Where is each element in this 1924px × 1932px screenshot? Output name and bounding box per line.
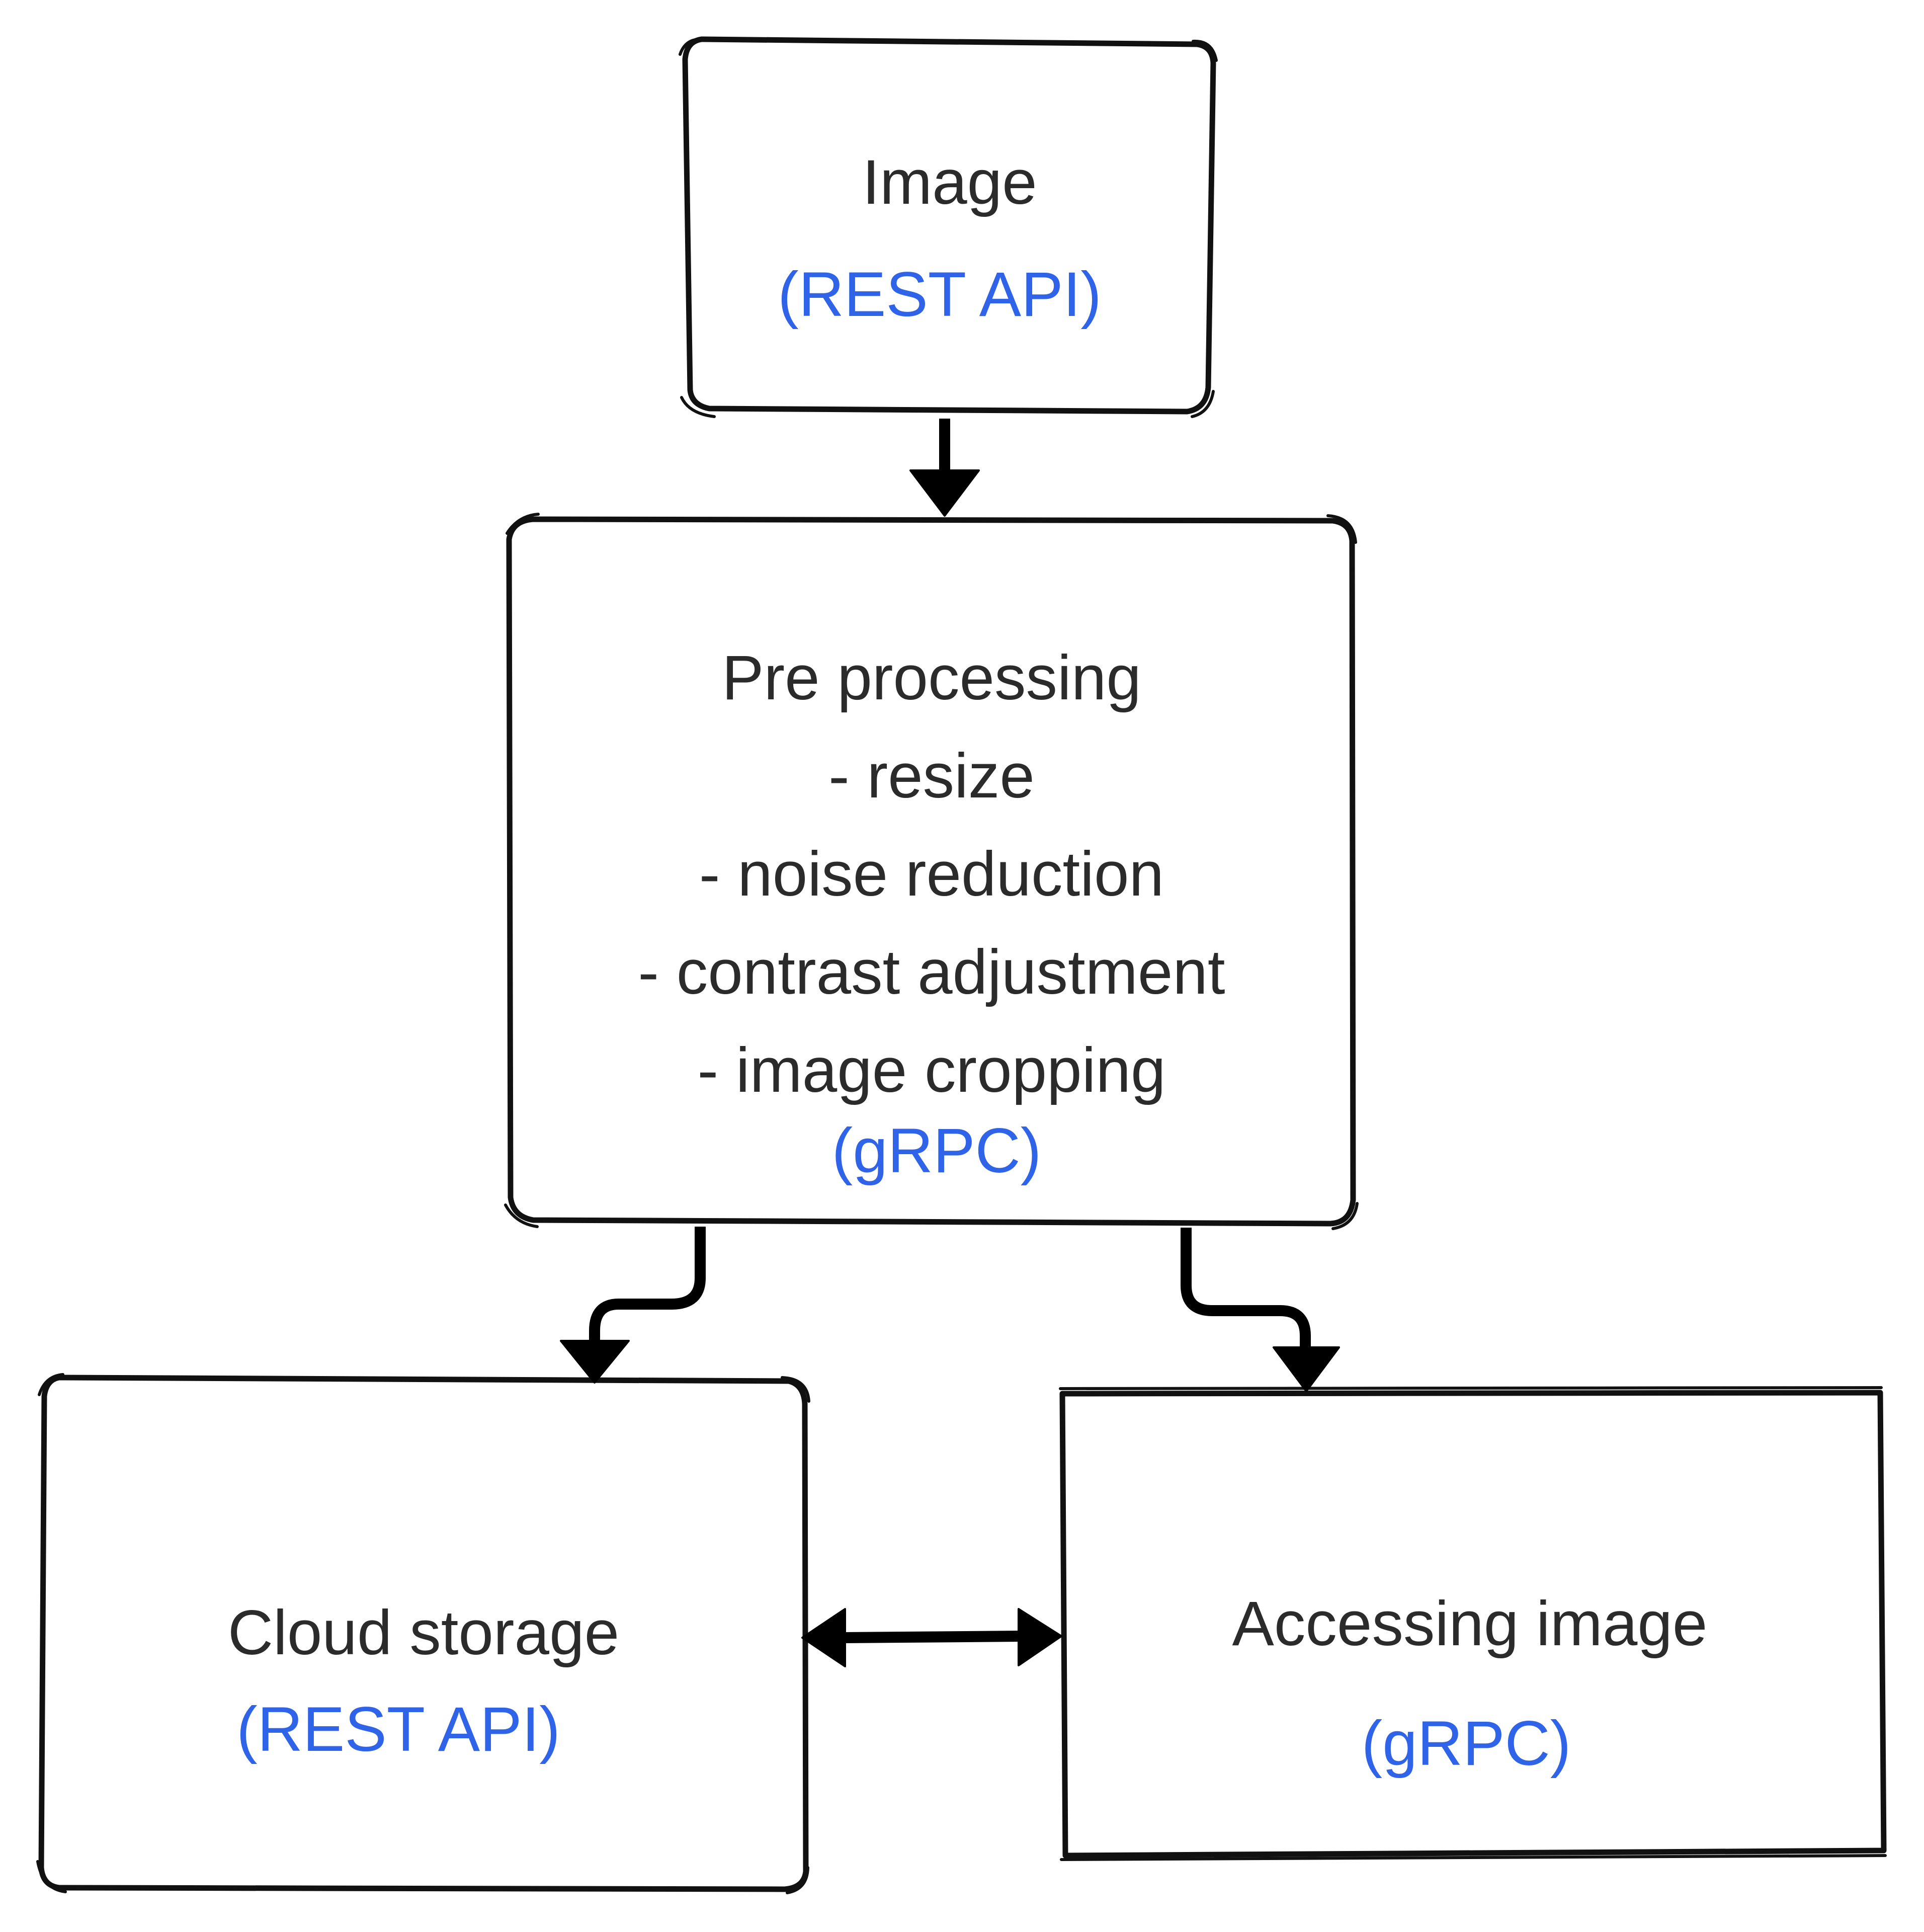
connector-line <box>845 1631 1022 1643</box>
preprocessing-node-protocol: (gRPC) <box>832 1116 1042 1186</box>
cloud-storage-node-box <box>38 1375 809 1892</box>
arrowhead-down-icon <box>1273 1346 1340 1392</box>
preprocessing-step-resize: - resize <box>828 741 1035 811</box>
image-node-sketch-line <box>679 37 1218 418</box>
preprocessing-step-contrast-adjustment: - contrast adjustment <box>638 937 1225 1007</box>
connector-cloud-storage-accessing-image <box>801 1608 1062 1667</box>
accessing-image-node-box <box>1059 1390 1887 1859</box>
arrowhead-down-icon <box>560 1340 630 1384</box>
accessing-image-node-sketch-line <box>1059 1386 1887 1861</box>
image-node-protocol: (REST API) <box>778 260 1102 330</box>
accessing-image-node-title: Accessing image <box>1232 1589 1708 1659</box>
preprocessing-step-noise-reduction: - noise reduction <box>699 839 1164 909</box>
connector-preprocessing-to-cloud-storage <box>560 1227 706 1384</box>
image-node[interactable]: Image (REST API) <box>679 36 1218 418</box>
arrowhead-left-icon <box>801 1608 846 1667</box>
cloud-storage-node-sketch-line <box>36 1373 810 1894</box>
arrowhead-right-icon <box>1018 1608 1062 1666</box>
accessing-image-node[interactable]: Accessing image (gRPC) <box>1059 1386 1887 1861</box>
preprocessing-node-sketch-line <box>504 513 1359 1230</box>
image-node-box <box>682 36 1216 415</box>
preprocessing-step-image-cropping: - image cropping <box>697 1035 1165 1105</box>
cloud-storage-node[interactable]: Cloud storage (REST API) <box>36 1373 810 1894</box>
preprocessing-node-box <box>506 516 1356 1227</box>
image-node-title: Image <box>862 147 1037 217</box>
preprocessing-node[interactable]: Pre processing - resize - noise reductio… <box>504 513 1359 1230</box>
accessing-image-node-protocol: (gRPC) <box>1362 1709 1571 1779</box>
cloud-storage-node-protocol: (REST API) <box>236 1695 560 1764</box>
preprocessing-node-title: Pre processing <box>722 643 1141 713</box>
connector-line <box>589 1227 706 1342</box>
connector-preprocessing-to-accessing-image <box>1181 1228 1340 1392</box>
arrowhead-down-icon <box>909 469 980 517</box>
connector-line <box>1181 1228 1311 1348</box>
cloud-storage-node-title: Cloud storage <box>228 1598 619 1668</box>
connector-image-to-preprocessing <box>909 419 980 517</box>
